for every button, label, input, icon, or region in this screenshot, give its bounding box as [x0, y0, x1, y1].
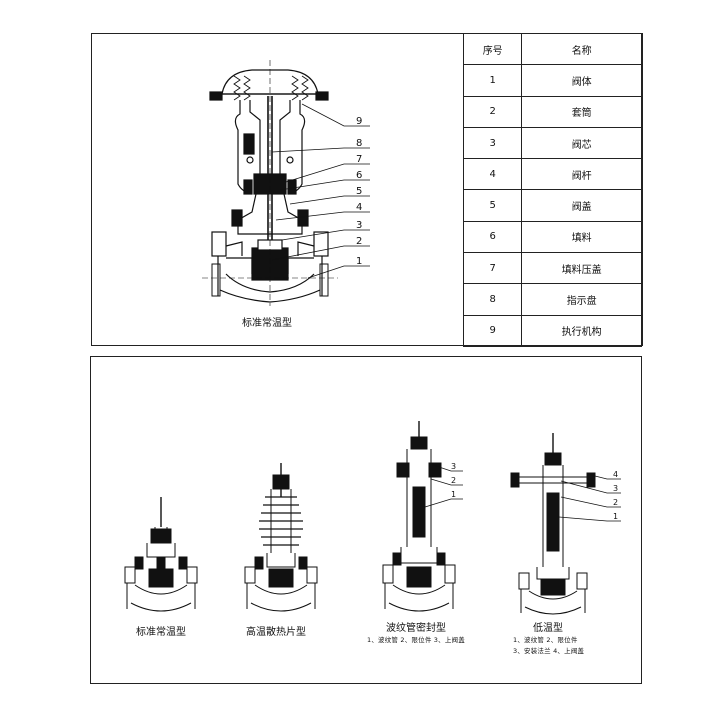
valve-cross-section-svg: 9 8 7 6 5 4 3 2 1 [202, 60, 370, 306]
low-temp-callout-2: 2 [613, 498, 618, 507]
callout-5: 5 [356, 186, 362, 197]
row-number: 6 [462, 220, 523, 254]
row-number: 8 [462, 283, 523, 316]
valve-variants-svg: 3 2 1 4 3 2 1 [124, 421, 621, 615]
callout-1: 1 [356, 256, 362, 267]
row-name: 阀盖 [521, 189, 642, 222]
row-name: 指示盘 [521, 283, 642, 316]
row-name: 填料 [521, 220, 642, 254]
bellows-seal-valve-drawing [382, 421, 456, 612]
row-name: 填料压盖 [521, 252, 642, 285]
bellows-legend: 1、波纹管 2、限位件 3、上阀盖 [367, 636, 465, 644]
standard-valve-drawing [124, 497, 198, 612]
row-number: 1 [462, 64, 523, 97]
high-temp-caption: 高温散热片型 [246, 627, 306, 638]
row-number: 4 [462, 158, 523, 191]
top-caption: 标准常温型 [242, 318, 292, 329]
callout-9: 9 [356, 116, 362, 127]
low-temp-callout-1: 1 [613, 512, 618, 521]
callout-8: 8 [356, 138, 362, 149]
low-temp-valve-drawing [510, 433, 596, 615]
row-name: 套筒 [521, 95, 642, 128]
actuator-diaphragm-housing [221, 69, 319, 95]
low-temp-callouts: 4 3 2 1 [613, 470, 618, 521]
top-callout-numbers: 9 8 7 6 5 4 3 2 1 [356, 116, 362, 267]
row-name: 阀芯 [521, 126, 642, 160]
valve-cross-section-drawing: 9 8 7 6 5 4 3 2 1 标准常温型 [92, 34, 463, 345]
bellows-callout-3: 3 [451, 462, 456, 471]
high-temp-valve-drawing [244, 463, 318, 612]
callout-2: 2 [356, 236, 362, 247]
standard-caption: 标准常温型 [136, 627, 186, 638]
low-temp-callout-4: 4 [613, 470, 618, 479]
row-number: 9 [462, 314, 523, 347]
low-temp-legend-line1: 1、波纹管 2、限位件 [513, 636, 578, 644]
bellows-callout-1: 1 [451, 490, 456, 499]
bellows-callout-2: 2 [451, 476, 456, 485]
header-name: 名称 [521, 32, 642, 66]
row-name: 阀体 [521, 64, 642, 97]
row-name: 阀杆 [521, 158, 642, 191]
callout-7: 7 [356, 154, 362, 165]
bottom-panel: 3 2 1 4 3 2 1 标准常温型 高温散热片型 波纹管密封型 1、波纹管 … [90, 356, 642, 684]
row-number: 3 [462, 126, 523, 160]
header-number: 序号 [462, 32, 523, 66]
low-temp-legend-line2: 3、安装法兰 4、上阀盖 [513, 647, 585, 655]
low-temp-callout-3: 3 [613, 484, 618, 493]
callout-3: 3 [356, 220, 362, 231]
bellows-callouts: 3 2 1 [451, 462, 456, 499]
bellows-caption: 波纹管密封型 [386, 623, 446, 634]
row-number: 2 [462, 95, 523, 128]
low-temp-caption: 低温型 [533, 623, 563, 634]
row-number: 5 [462, 189, 523, 222]
callout-4: 4 [356, 202, 362, 213]
table-header-row: 序号 名称 [462, 32, 642, 66]
callout-6: 6 [356, 170, 362, 181]
row-number: 7 [462, 252, 523, 285]
row-name: 执行机构 [521, 314, 642, 347]
